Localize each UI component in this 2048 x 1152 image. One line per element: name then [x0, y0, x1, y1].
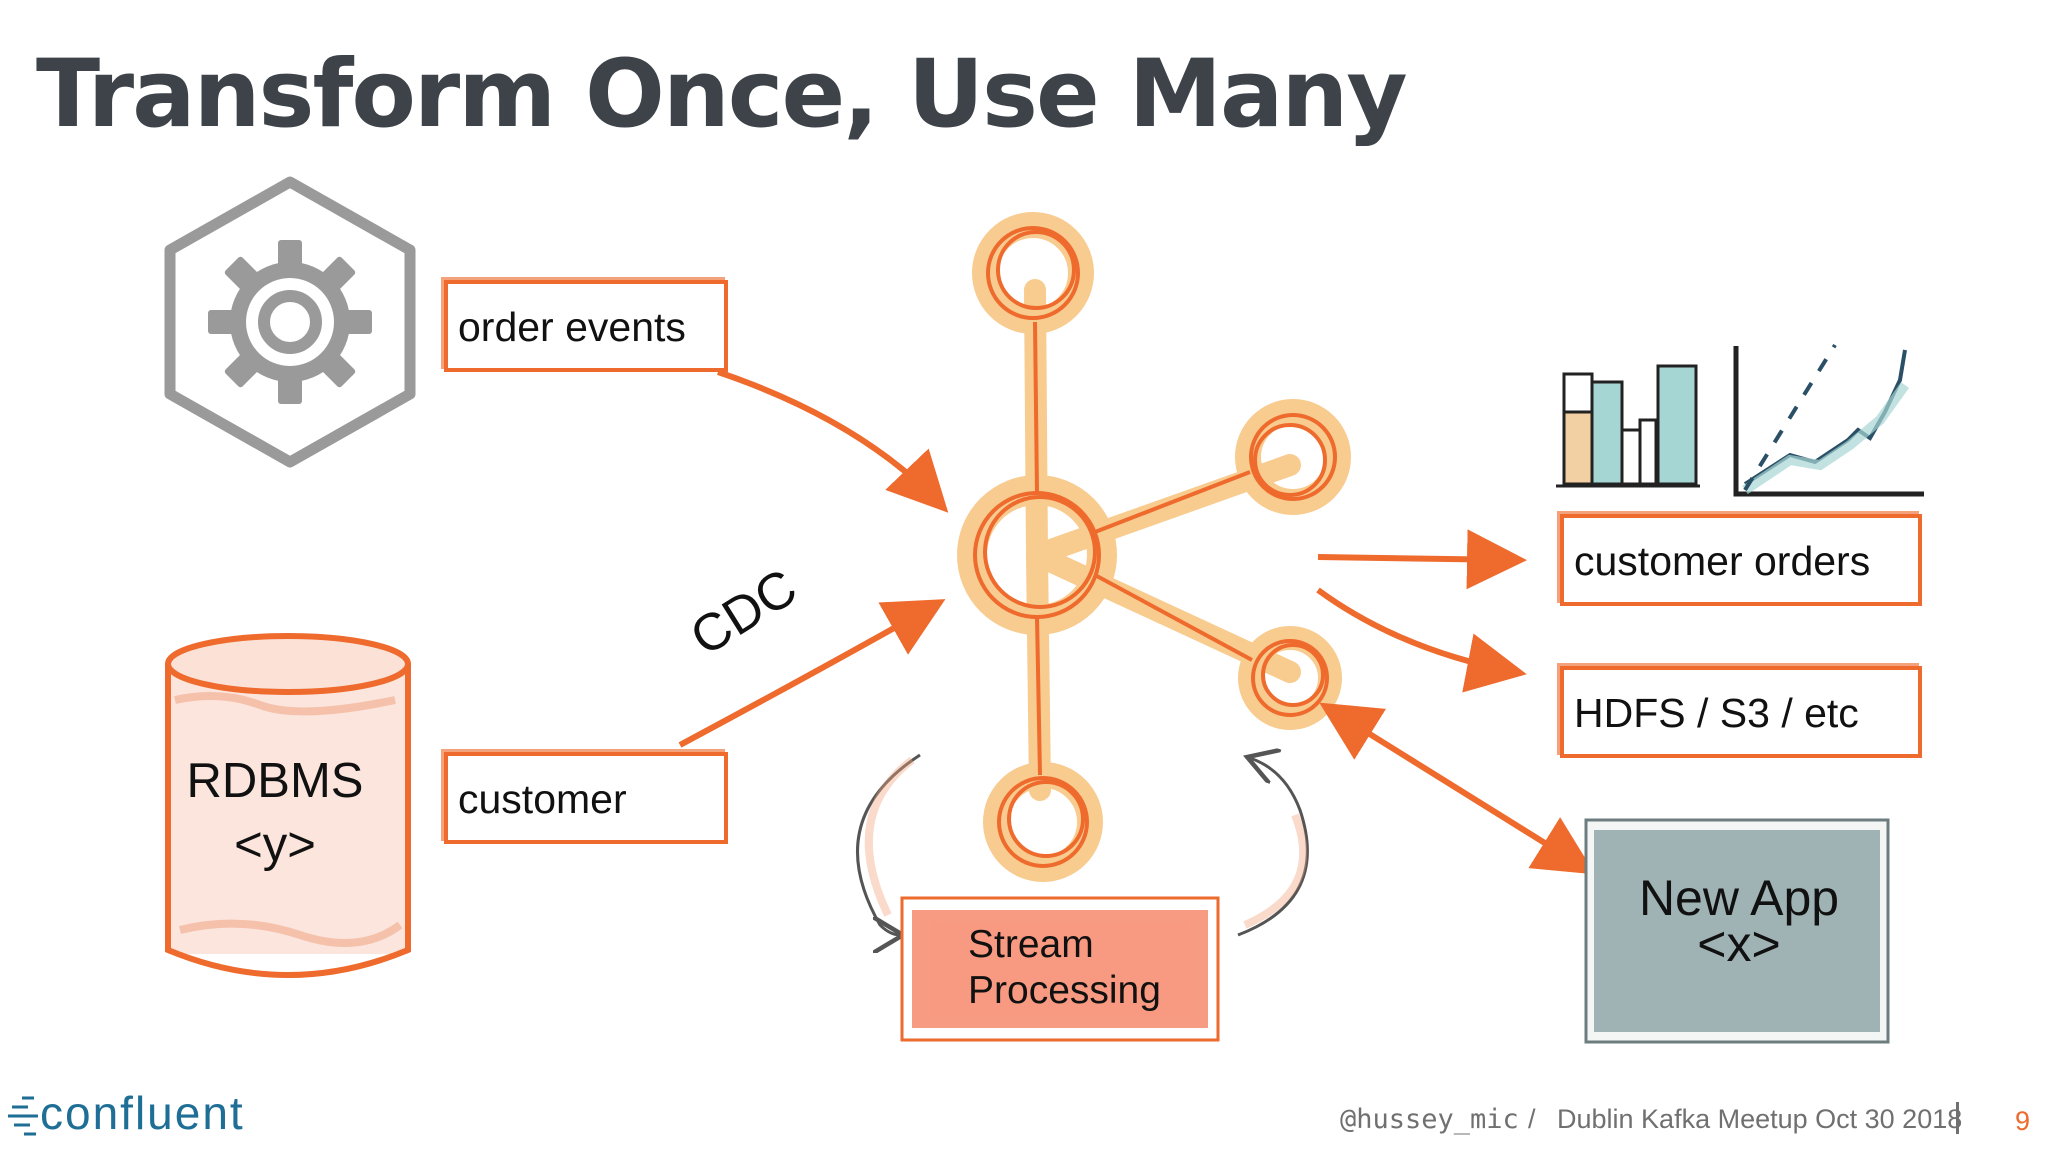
kafka-hub-glow	[957, 212, 1351, 882]
rdbms-placeholder: <y>	[234, 818, 316, 872]
footer-divider	[1956, 1102, 1959, 1134]
new-app-box	[1584, 818, 1890, 1044]
footer-handle: @hussey_mic	[1340, 1104, 1519, 1135]
loop-arrow-right	[1237, 758, 1309, 937]
hdfs-label: HDFS / S3 / etc	[1574, 690, 1859, 736]
arrow-hub-new-app	[1319, 702, 1596, 875]
new-app-line1: New App	[1638, 870, 1840, 926]
stream-processing-line1: Stream	[968, 923, 1094, 966]
stream-processing-line2: Processing	[968, 969, 1161, 1012]
new-app-line2: <x>	[1697, 916, 1781, 972]
arrow-order-events-to-hub	[717, 369, 949, 513]
rdbms-label: RDBMS	[186, 754, 364, 808]
arrow-hub-to-customer-orders	[1317, 529, 1527, 590]
order-events-box: order events	[444, 280, 728, 372]
bar-chart-icon	[1556, 364, 1700, 488]
loop-arrow-left	[856, 753, 921, 935]
stream-processing-label: Stream Processing	[968, 922, 1161, 1014]
page-number: 9	[2015, 1106, 2031, 1136]
footer-separator: /	[1528, 1104, 1536, 1134]
customer-box: customer	[444, 752, 728, 844]
hdfs-box: HDFS / S3 / etc	[1560, 666, 1922, 758]
customer-orders-label: customer orders	[1574, 538, 1871, 584]
stream-processing-box	[900, 896, 1220, 1042]
confluent-logo: confluent	[8, 1086, 245, 1140]
new-app-label: New App <x>	[1614, 870, 1864, 972]
gear-icon	[164, 176, 416, 468]
order-events-label: order events	[458, 304, 686, 350]
customer-label: customer	[458, 776, 627, 822]
kafka-hub-icon	[973, 226, 1337, 868]
footer-event: Dublin Kafka Meetup Oct 30 2018	[1557, 1104, 1963, 1134]
arrow-cdc-to-hub	[678, 599, 946, 748]
customer-orders-box: customer orders	[1560, 514, 1922, 606]
database-icon	[165, 633, 411, 978]
confluent-logo-icon	[8, 1096, 38, 1136]
line-chart-icon	[1733, 343, 1924, 497]
confluent-logo-text: confluent	[40, 1087, 245, 1139]
slide-title: Transform Once, Use Many	[36, 40, 1408, 149]
arrow-hub-to-hdfs	[1316, 587, 1527, 693]
